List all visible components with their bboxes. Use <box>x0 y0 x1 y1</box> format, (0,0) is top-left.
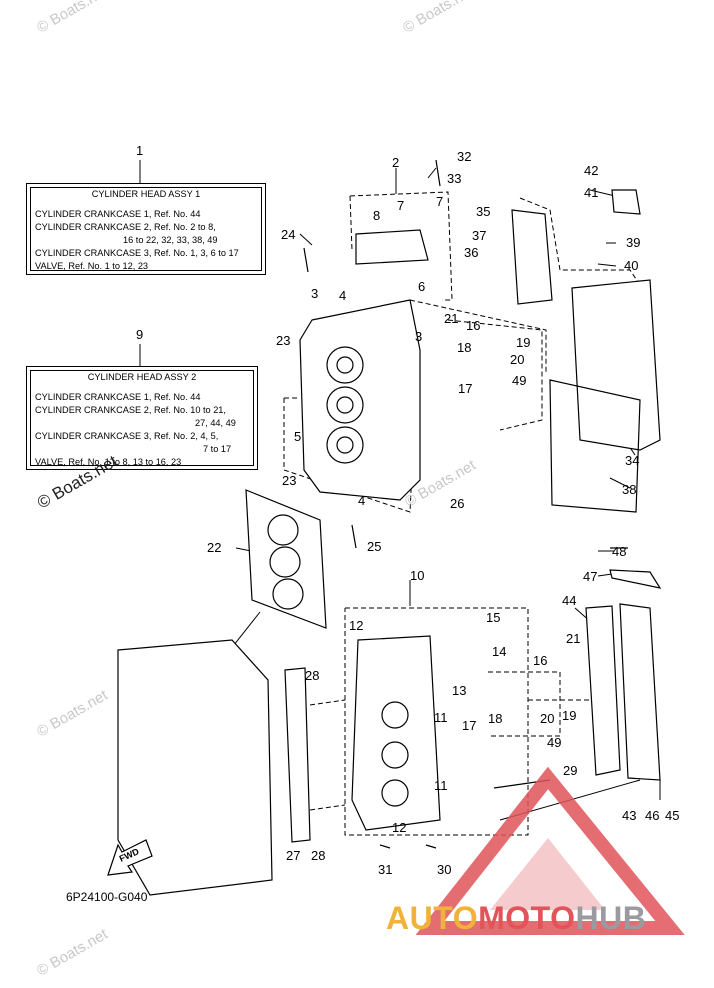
callout-35: 35 <box>476 204 490 219</box>
callout-4: 4 <box>339 288 346 303</box>
callout-27: 27 <box>286 848 300 863</box>
callout-49: 49 <box>547 735 561 750</box>
callout-18: 18 <box>488 711 502 726</box>
callout-16: 16 <box>466 318 480 333</box>
box1-line-2: CYLINDER CRANKCASE 2, Ref. No. 2 to 8, <box>35 222 216 232</box>
box1-ref: 1 <box>136 143 144 158</box>
callout-32: 32 <box>457 149 471 164</box>
callout-17: 17 <box>458 381 472 396</box>
callout-39: 39 <box>626 235 640 250</box>
callout-5: 5 <box>294 429 301 444</box>
callout-46: 46 <box>645 808 659 823</box>
box1-line-1: CYLINDER CRANKCASE 1, Ref. No. 44 <box>35 209 201 219</box>
callout-28: 28 <box>311 848 325 863</box>
callout-14: 14 <box>492 644 506 659</box>
callout-19: 19 <box>516 335 530 350</box>
fwd-arrow-icon: FWD <box>107 839 153 876</box>
box1-line-4: CYLINDER CRANKCASE 3, Ref. No. 1, 3, 6 t… <box>35 248 239 258</box>
callout-40: 40 <box>624 258 638 273</box>
callout-13: 13 <box>452 683 466 698</box>
callout-4: 4 <box>358 493 365 508</box>
callout-29: 29 <box>563 763 577 778</box>
box9-title: CYLINDER HEAD ASSY 2 <box>87 372 197 382</box>
callout-10: 10 <box>410 568 424 583</box>
callout-36: 36 <box>464 245 478 260</box>
callout-20: 20 <box>510 352 524 367</box>
callout-47: 47 <box>583 569 597 584</box>
callout-6: 6 <box>418 279 425 294</box>
callout-7: 7 <box>436 194 443 209</box>
callout-2: 2 <box>392 155 399 170</box>
box9-line-5: 7 to 17 <box>203 444 232 454</box>
callout-19: 19 <box>562 708 576 723</box>
callout-45: 45 <box>665 808 679 823</box>
callout-21: 21 <box>444 311 458 326</box>
callout-3: 3 <box>415 329 422 344</box>
brand-wordmark: AUTOMOTOHUB <box>386 900 646 937</box>
box1-title: CYLINDER HEAD ASSY 1 <box>91 189 201 199</box>
callout-38: 38 <box>622 482 636 497</box>
box9-line-1: CYLINDER CRANKCASE 1, Ref. No. 44 <box>35 392 201 402</box>
callout-26: 26 <box>450 496 464 511</box>
brand-part-1: AUTO <box>386 900 479 936</box>
callout-48: 48 <box>612 544 626 559</box>
callout-11: 11 <box>434 778 448 793</box>
callout-22: 22 <box>207 540 221 555</box>
callout-23: 23 <box>276 333 290 348</box>
callout-12: 12 <box>349 618 363 633</box>
brand-part-3: HUB <box>575 900 647 936</box>
callout-30: 30 <box>437 862 451 877</box>
brand-part-2: MOTO <box>478 900 576 936</box>
cylinder-head-assy-1-box: CYLINDER HEAD ASSY 1 CYLINDER CRANKCASE … <box>26 183 266 275</box>
callout-7: 7 <box>397 198 404 213</box>
callout-43: 43 <box>622 808 636 823</box>
callout-42: 42 <box>584 163 598 178</box>
callout-11: 11 <box>434 710 448 725</box>
callout-25: 25 <box>367 539 381 554</box>
box9-line-2: CYLINDER CRANKCASE 2, Ref. No. 10 to 21, <box>35 405 226 415</box>
callout-34: 34 <box>625 453 639 468</box>
callout-33: 33 <box>447 171 461 186</box>
callout-44: 44 <box>562 593 576 608</box>
callout-17: 17 <box>462 718 476 733</box>
callout-8: 8 <box>373 208 380 223</box>
box9-line-4: CYLINDER CRANKCASE 3, Ref. No. 2, 4, 5, <box>35 431 219 441</box>
callout-16: 16 <box>533 653 547 668</box>
box1-line-5: VALVE, Ref. No. 1 to 12, 23 <box>35 261 149 271</box>
part-code: 6P24100-G040 <box>66 890 148 904</box>
brand-logo-icon <box>415 766 685 935</box>
callout-24: 24 <box>281 227 295 242</box>
callout-21: 21 <box>566 631 580 646</box>
callout-49: 49 <box>512 373 526 388</box>
cylinder-head-assy-2-box: CYLINDER HEAD ASSY 2 CYLINDER CRANKCASE … <box>26 366 258 470</box>
callout-28: 28 <box>305 668 319 683</box>
box9-line-3: 27, 44, 49 <box>195 418 236 428</box>
callout-3: 3 <box>311 286 318 301</box>
callout-12: 12 <box>392 820 406 835</box>
callout-37: 37 <box>472 228 486 243</box>
box9-ref: 9 <box>136 327 144 342</box>
callout-31: 31 <box>378 862 392 877</box>
callout-23: 23 <box>282 473 296 488</box>
box-border <box>30 370 254 466</box>
callout-18: 18 <box>457 340 471 355</box>
callout-15: 15 <box>486 610 500 625</box>
callout-41: 41 <box>584 185 598 200</box>
callout-20: 20 <box>540 711 554 726</box>
box1-line-3: 16 to 22, 32, 33, 38, 49 <box>123 235 218 245</box>
box-border <box>30 187 262 271</box>
box9-line-6: VALVE, Ref. No. 1 to 8, 13 to 16, 23 <box>35 457 182 467</box>
